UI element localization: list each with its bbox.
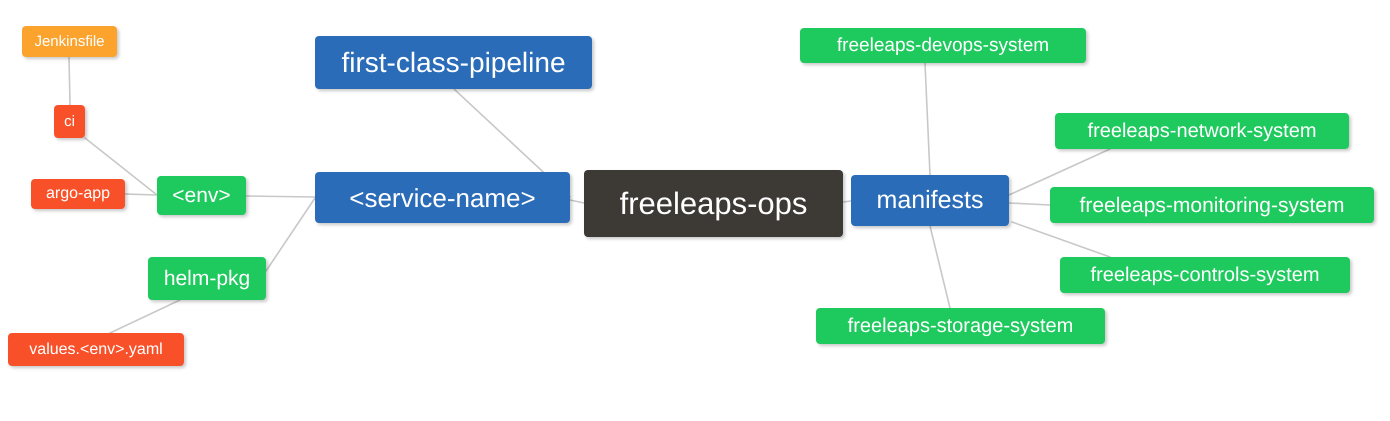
- node-label-jenkinsfile: Jenkinsfile: [34, 33, 105, 50]
- node-values-env-yaml[interactable]: values.<env>.yaml: [8, 333, 184, 366]
- node-label-manifests: manifests: [876, 186, 984, 214]
- node-freeleaps-storage-system[interactable]: freeleaps-storage-system: [816, 308, 1105, 344]
- edge-freeleaps-ops-to-manifests: [842, 200, 852, 203]
- node-label-freeleaps-devops-system: freeleaps-devops-system: [836, 35, 1050, 56]
- edge-manifests-to-freeleaps-devops-system: [924, 62, 931, 176]
- node-freeleaps-devops-system[interactable]: freeleaps-devops-system: [800, 28, 1086, 63]
- node-label-first-class-pipeline: first-class-pipeline: [341, 46, 566, 78]
- node-label-freeleaps-ops: freeleaps-ops: [619, 186, 808, 221]
- edge-env-to-service-name: [245, 195, 316, 198]
- node-manifests[interactable]: manifests: [851, 175, 1009, 226]
- node-label-values-env-yaml: values.<env>.yaml: [29, 340, 163, 358]
- node-service-name[interactable]: <service-name>: [315, 172, 570, 223]
- node-env[interactable]: <env>: [157, 176, 246, 215]
- edge-jenkinsfile-to-ci: [68, 56, 71, 106]
- edge-manifests-to-freeleaps-monitoring-system: [1008, 202, 1051, 206]
- node-label-ci: ci: [64, 113, 75, 130]
- node-freeleaps-network-system[interactable]: freeleaps-network-system: [1055, 113, 1349, 149]
- node-freeleaps-monitoring-system[interactable]: freeleaps-monitoring-system: [1050, 187, 1374, 223]
- node-freeleaps-controls-system[interactable]: freeleaps-controls-system: [1060, 257, 1350, 293]
- node-ci[interactable]: ci: [54, 105, 85, 138]
- node-label-argo-app: argo-app: [45, 185, 111, 202]
- node-jenkinsfile[interactable]: Jenkinsfile: [22, 26, 117, 57]
- edge-argo-app-to-env: [124, 193, 158, 196]
- edge-service-name-to-freeleaps-ops: [569, 199, 585, 204]
- node-freeleaps-ops[interactable]: freeleaps-ops: [584, 170, 843, 237]
- edge-manifests-to-freeleaps-controls-system: [1011, 221, 1111, 258]
- node-label-service-name: <service-name>: [349, 182, 536, 213]
- edge-manifests-to-freeleaps-storage-system: [929, 225, 951, 309]
- node-helm-pkg[interactable]: helm-pkg: [148, 257, 266, 300]
- node-label-freeleaps-controls-system: freeleaps-controls-system: [1090, 264, 1320, 286]
- node-label-freeleaps-monitoring-system: freeleaps-monitoring-system: [1079, 193, 1345, 217]
- edge-helm-pkg-to-values-env-yaml: [109, 299, 181, 334]
- edge-service-name-to-helm-pkg: [265, 197, 316, 272]
- node-label-freeleaps-network-system: freeleaps-network-system: [1087, 120, 1317, 142]
- node-label-freeleaps-storage-system: freeleaps-storage-system: [847, 315, 1074, 337]
- node-label-env: <env>: [172, 184, 231, 207]
- node-label-helm-pkg: helm-pkg: [163, 267, 251, 290]
- node-first-class-pipeline[interactable]: first-class-pipeline: [315, 36, 592, 89]
- node-argo-app[interactable]: argo-app: [31, 179, 125, 209]
